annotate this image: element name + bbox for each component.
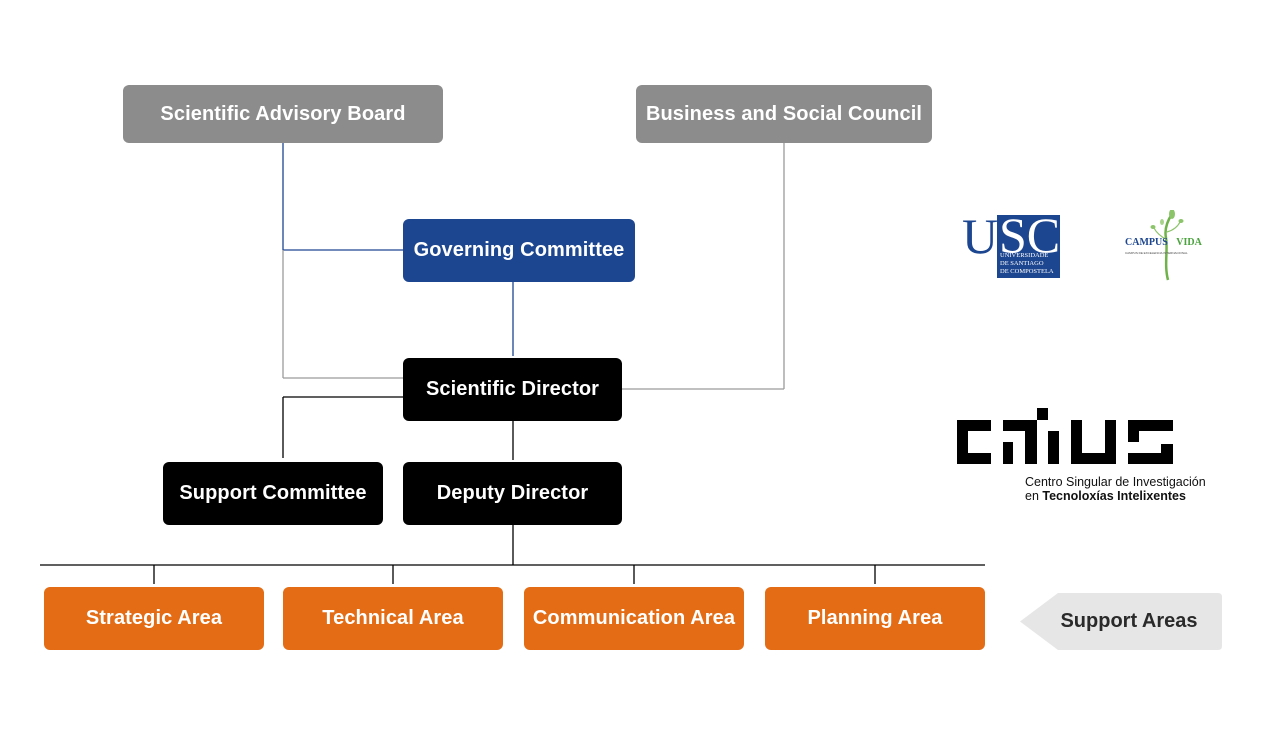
usc-logo-subtitle: UNIVERSIDADE DE SANTIAGO DE COMPOSTELA [1000, 252, 1054, 275]
citius-line2: en Tecnoloxías Intelixentes [1025, 489, 1206, 503]
usc-logo-box: SC UNIVERSIDADE DE SANTIAGO DE COMPOSTEL… [997, 207, 1061, 278]
usc-logo-u: U [962, 208, 999, 264]
node-planning-area: Planning Area [765, 587, 985, 650]
campus-vida-campus: CAMPUS [1125, 237, 1168, 248]
support-areas-label: Support Areas [1060, 610, 1198, 632]
campus-vida-tree-icon [1150, 210, 1184, 281]
citius-line1: Centro Singular de Investigación [1025, 475, 1206, 489]
citius-logo-text: Centro Singular de Investigación en Tecn… [1025, 475, 1206, 503]
citius-logo-icon [957, 408, 1173, 464]
node-scientific-advisory-board: Scientific Advisory Board [123, 85, 443, 143]
citius-line2-prefix: en [1025, 489, 1043, 503]
node-business-social-council: Business and Social Council [636, 85, 932, 143]
node-technical-area: Technical Area [283, 587, 503, 650]
node-communication-area: Communication Area [524, 587, 744, 650]
campus-vida-subtitle: CAMPUS DE EXCELENCIA INTERNACIONAL [1125, 251, 1188, 255]
usc-logo-sc: SC [999, 207, 1061, 263]
node-deputy-director: Deputy Director [403, 462, 622, 525]
node-governing-committee: Governing Committee [403, 219, 635, 282]
campus-vida-logo: CAMPUS VIDA CAMPUS DE EXCELENCIA INTERNA… [1122, 210, 1206, 282]
campus-vida-vida: VIDA [1176, 237, 1202, 248]
support-areas-arrow-icon [1020, 593, 1222, 650]
node-strategic-area: Strategic Area [44, 587, 264, 650]
node-support-committee: Support Committee [163, 462, 383, 525]
campus-vida-title: CAMPUS VIDA [1125, 237, 1202, 248]
node-scientific-director: Scientific Director [403, 358, 622, 421]
usc-logo: U SC UNIVERSIDADE DE SANTIAGO DE COMPOST… [962, 207, 1062, 278]
citius-line2-bold: Tecnoloxías Intelixentes [1042, 489, 1186, 503]
